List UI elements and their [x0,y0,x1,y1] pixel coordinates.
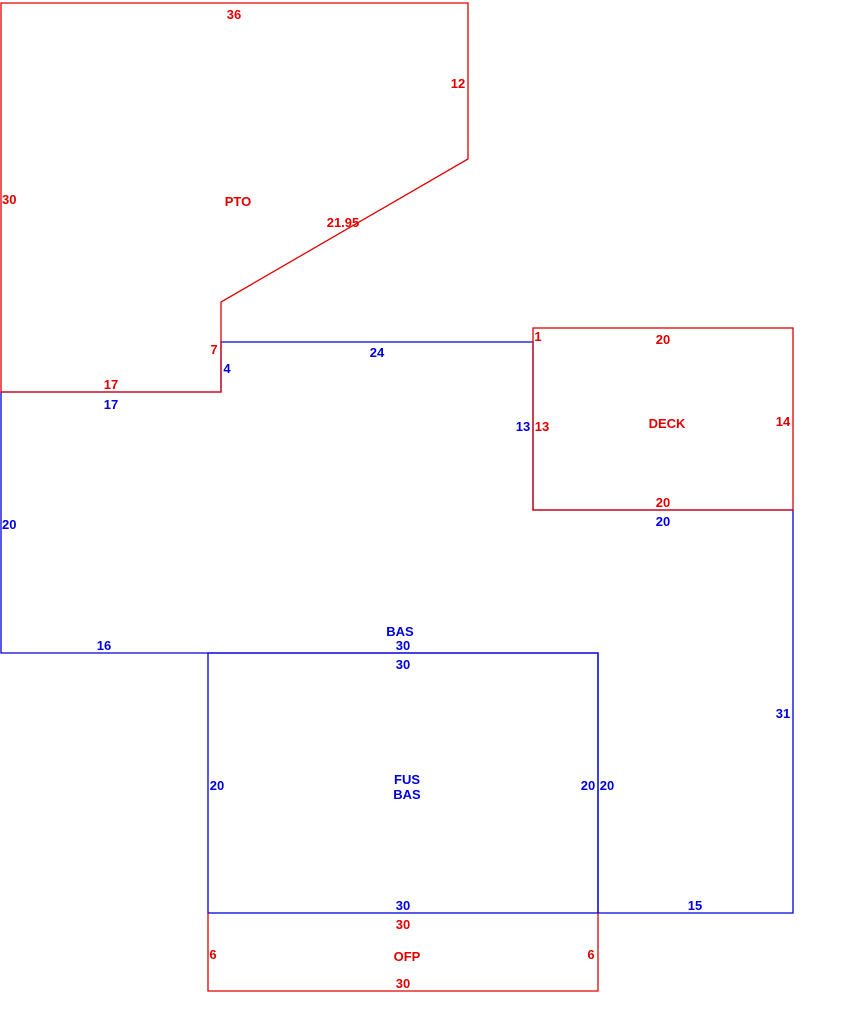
ofp-dim-right: 6 [587,947,594,962]
ofp-area-label: OFP [394,949,421,964]
deck-area-label: DECK [649,416,686,431]
bas-dim-bottom-left: 17 [104,397,118,412]
fus-area-label-line1: FUS [394,772,420,787]
deck-dim-left: 13 [535,419,549,434]
fus-outline [207,652,599,914]
bas-dim-step: 4 [223,361,231,376]
pto-outline [0,2,469,393]
pto-dim-right: 12 [451,76,465,91]
bas-dim-right-deck: 13 [516,419,530,434]
deck-outline [532,327,794,511]
ofp-outline [207,913,599,992]
pto-dim-left: 30 [2,192,16,207]
fus-dim-right: 20 [581,778,595,793]
bas-dim-top-fus: 30 [396,638,410,653]
bas-dim-right: 31 [776,706,790,721]
pto-area-label: PTO [225,194,252,209]
fus-dim-top: 30 [396,657,410,672]
bas-dim-bottom-b: 15 [688,898,702,913]
fus-dim-bottom: 30 [396,898,410,913]
fus-area-label-line2: BAS [393,787,421,802]
bas-dim-top: 24 [370,345,385,360]
deck-dim-right: 14 [776,414,791,429]
pto-dim-top: 36 [227,7,241,22]
fus-dim-left: 20 [210,778,224,793]
bas-dim-fus-right: 20 [600,778,614,793]
bas-dim-deck-bottom: 20 [656,514,670,529]
deck-dim-top: 20 [656,332,670,347]
bas-area-label: BAS [386,624,414,639]
deck-dim-bottom: 20 [656,495,670,510]
pto-dim-diagonal: 21.95 [327,215,360,230]
ofp-dim-left: 6 [209,947,216,962]
ofp-dim-bottom: 30 [396,976,410,991]
pto-dim-bottom: 17 [104,377,118,392]
ofp-dim-top: 30 [396,917,410,932]
deck-dim-corner: 1 [534,329,541,344]
bas-dim-left: 20 [2,517,16,532]
pto-dim-step: 7 [210,342,217,357]
bas-dim-bottom-a: 16 [97,638,111,653]
